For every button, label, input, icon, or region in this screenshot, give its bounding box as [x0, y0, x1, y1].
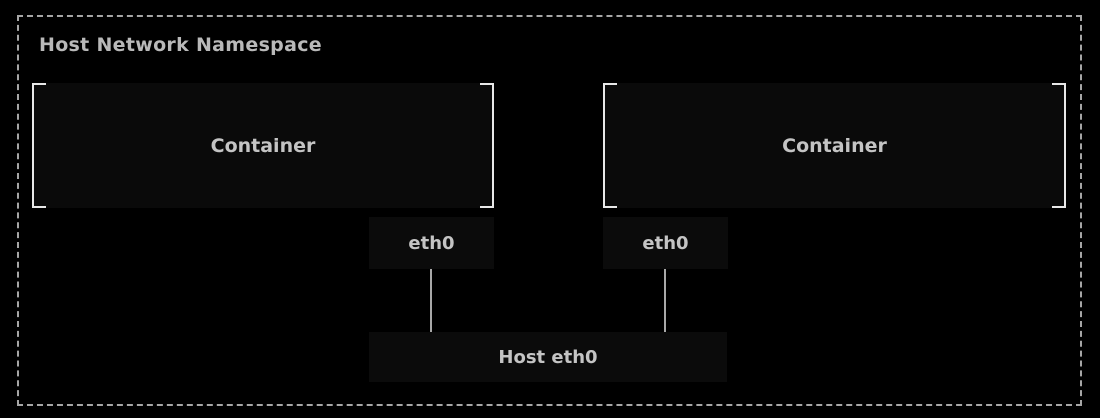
host-eth0-node: Host eth0	[369, 332, 727, 382]
container-node-1: Container	[32, 83, 494, 208]
connector-line-right	[664, 269, 666, 332]
container-node-2: Container	[603, 83, 1066, 208]
container-2-eth0-label: eth0	[642, 232, 689, 254]
connector-line-left	[430, 269, 432, 332]
bracket-left-icon	[32, 83, 46, 208]
host-network-namespace-box: Host Network Namespace	[17, 15, 1082, 406]
bracket-right-icon	[1052, 83, 1066, 208]
container-2-label: Container	[782, 134, 887, 157]
host-eth0-label: Host eth0	[498, 346, 598, 368]
container-1-label: Container	[210, 134, 316, 157]
namespace-title: Host Network Namespace	[39, 34, 322, 56]
bracket-right-icon	[480, 83, 494, 208]
bracket-left-icon	[603, 83, 617, 208]
container-1-eth0-node: eth0	[369, 217, 494, 269]
container-1-eth0-label: eth0	[408, 232, 455, 254]
container-2-eth0-node: eth0	[603, 217, 728, 269]
